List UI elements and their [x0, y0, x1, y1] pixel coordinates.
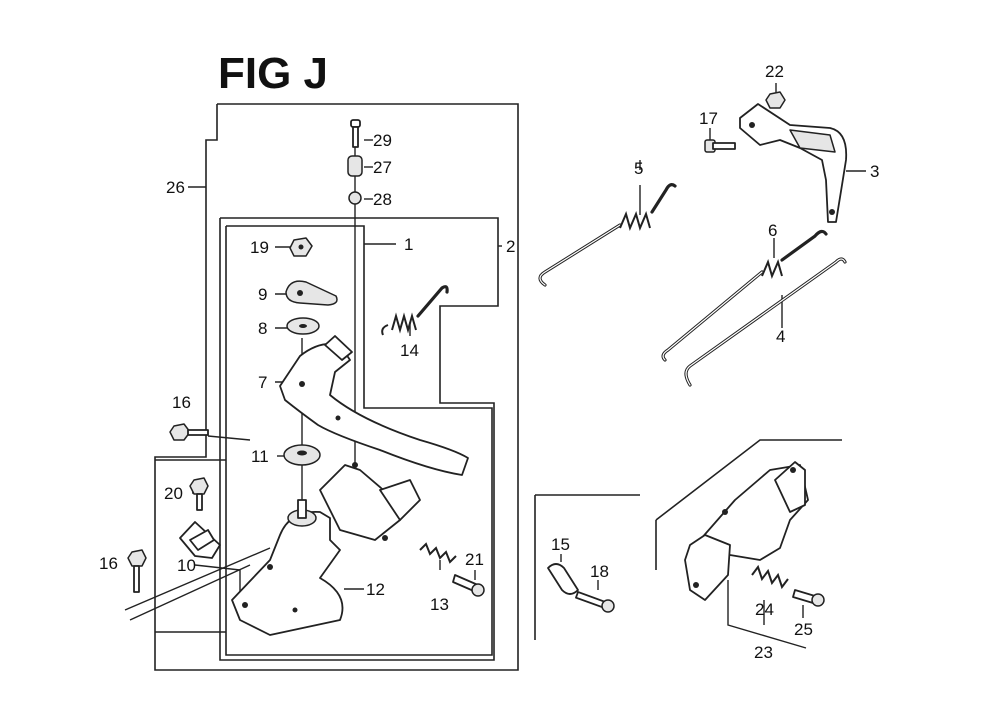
part-label-25: 25	[794, 620, 813, 639]
screw-18-icon	[575, 591, 615, 613]
part-label-14: 14	[400, 341, 419, 360]
part-label-22: 22	[765, 62, 784, 81]
bolt-25-icon	[792, 589, 825, 607]
part-label-21: 21	[465, 550, 484, 569]
part-label-26: 26	[166, 178, 185, 197]
bolt-29-icon	[350, 119, 361, 148]
washer-8-icon	[286, 317, 320, 335]
spring-24-icon	[751, 564, 789, 590]
plate-9-icon	[285, 280, 338, 306]
part-label-15: 15	[551, 535, 570, 554]
part-label-7: 7	[258, 373, 267, 392]
part-label-17: 17	[699, 109, 718, 128]
part-label-5: 5	[634, 159, 643, 178]
part-label-27: 27	[373, 158, 392, 177]
assembly-boundaries	[154, 103, 842, 671]
part-label-2: 2	[506, 237, 515, 256]
bolt-16-upper-icon	[169, 423, 209, 441]
part-label-28: 28	[373, 190, 392, 209]
rod-6-icon	[661, 229, 828, 362]
part-label-1: 1	[404, 235, 413, 254]
washer-11-icon	[283, 444, 321, 466]
spring-14-icon	[381, 285, 449, 336]
part-label-29: 29	[373, 131, 392, 150]
figure-title: FIG J	[218, 49, 328, 98]
part-label-8: 8	[258, 319, 267, 338]
bracket-12-icon	[231, 462, 421, 636]
leader-lines	[124, 83, 866, 649]
bolt-17-icon	[704, 139, 736, 153]
part-label-9: 9	[258, 285, 267, 304]
part-label-13: 13	[430, 595, 449, 614]
part-label-10: 10	[177, 556, 196, 575]
part-number-labels: 1 2 3 4 5 6 7 8 9 10 11 12 13 14 15 16 1…	[99, 62, 879, 662]
throttle-lever-3-icon	[739, 103, 848, 223]
part-label-24: 24	[755, 600, 774, 619]
lever-assembly-23-icon	[684, 461, 809, 601]
bolt-20-icon	[189, 477, 209, 511]
part-label-11: 11	[251, 447, 269, 466]
bolt-16-lower-icon	[127, 549, 147, 593]
part-label-6: 6	[768, 221, 777, 240]
spring-13-icon	[419, 542, 457, 564]
clip-10-icon	[179, 521, 221, 559]
part-label-20: 20	[164, 484, 183, 503]
part-label-16-upper: 16	[172, 393, 191, 412]
part-label-19: 19	[250, 238, 269, 257]
part-label-16-lower: 16	[99, 554, 118, 573]
part-label-4: 4	[776, 327, 785, 346]
joint-27-icon	[347, 155, 363, 177]
sleeve-15-icon	[547, 563, 579, 595]
rod-5-icon	[538, 183, 677, 287]
nut-28-icon	[348, 191, 362, 205]
nut-19-icon	[289, 237, 313, 257]
control-lever-7-icon	[279, 335, 469, 476]
part-label-12: 12	[366, 580, 385, 599]
bolt-21-icon	[452, 574, 485, 597]
rod-4-icon	[684, 257, 847, 387]
part-label-23: 23	[754, 643, 773, 662]
part-label-3: 3	[870, 162, 879, 181]
nut-22-icon	[765, 91, 786, 109]
part-label-18: 18	[590, 562, 609, 581]
